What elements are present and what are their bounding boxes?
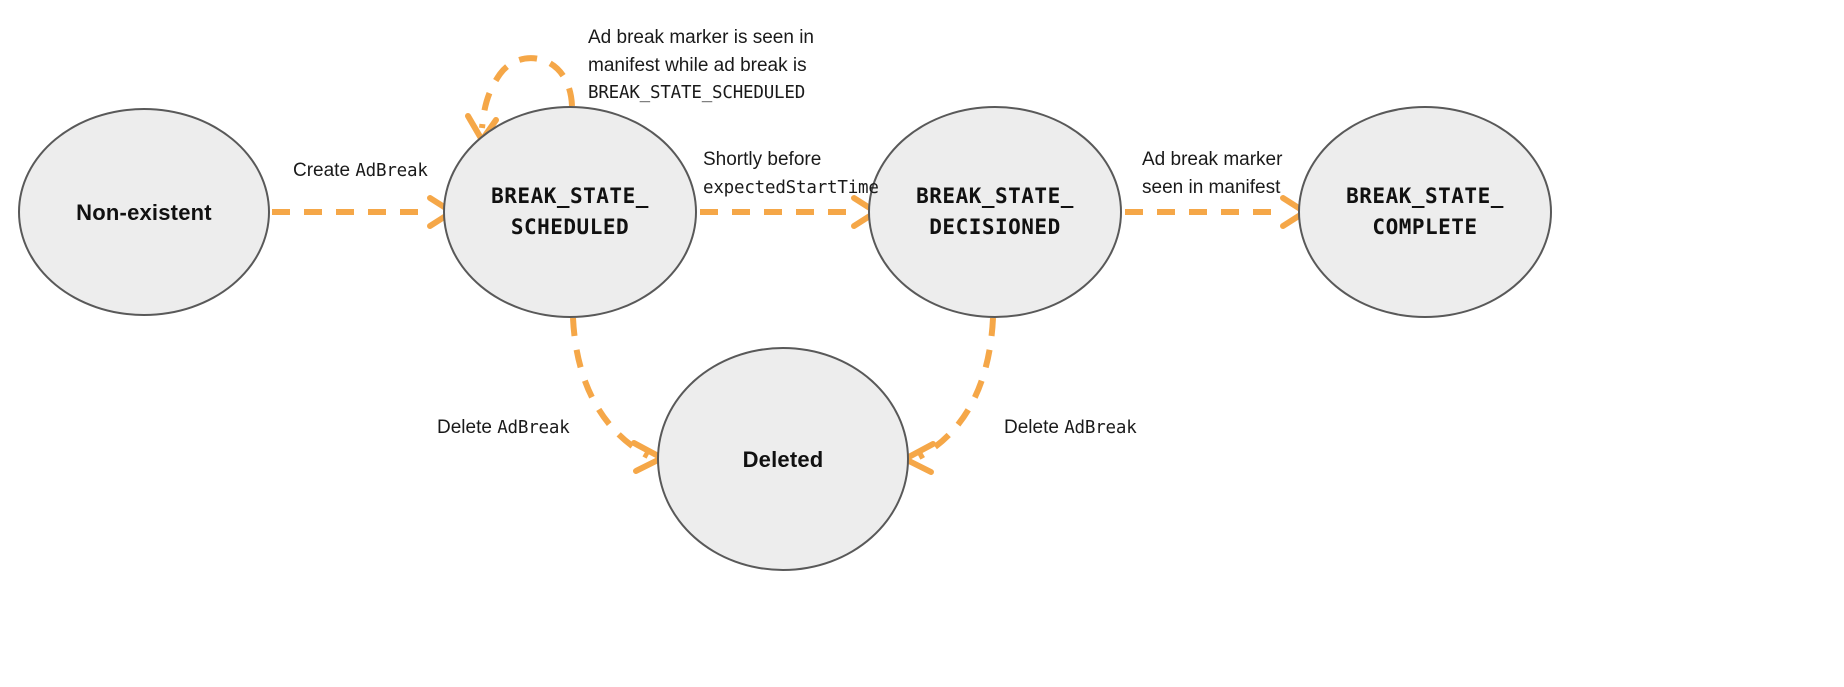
edge-shortly-before — [700, 195, 879, 229]
state-node-break-state-scheduled[interactable]: BREAK_STATE_ SCHEDULED — [443, 106, 697, 318]
state-node-label: Deleted — [742, 446, 824, 472]
edge-marker-seen — [1125, 195, 1308, 229]
state-node-label: Non-existent — [76, 199, 212, 225]
state-node-deleted[interactable]: Deleted — [657, 347, 909, 571]
edge-create-adbreak — [272, 195, 455, 229]
edge-delete-from-decisioned — [902, 317, 996, 475]
state-node-break-state-decisioned[interactable]: BREAK_STATE_ DECISIONED — [868, 106, 1122, 318]
edge-label-create-adbreak: Create AdBreak — [293, 160, 428, 181]
state-node-non-existent[interactable]: Non-existent — [18, 108, 270, 316]
state-node-label: BREAK_STATE_ DECISIONED — [916, 183, 1074, 240]
state-node-label: BREAK_STATE_ SCHEDULED — [491, 183, 649, 240]
state-node-label: BREAK_STATE_ COMPLETE — [1346, 183, 1504, 240]
state-node-break-state-complete[interactable]: BREAK_STATE_ COMPLETE — [1298, 106, 1552, 318]
edge-delete-from-scheduled — [570, 317, 665, 474]
edge-label-delete-from-scheduled: Delete AdBreak — [437, 417, 570, 438]
edge-label-delete-from-decisioned: Delete AdBreak — [1004, 417, 1137, 438]
